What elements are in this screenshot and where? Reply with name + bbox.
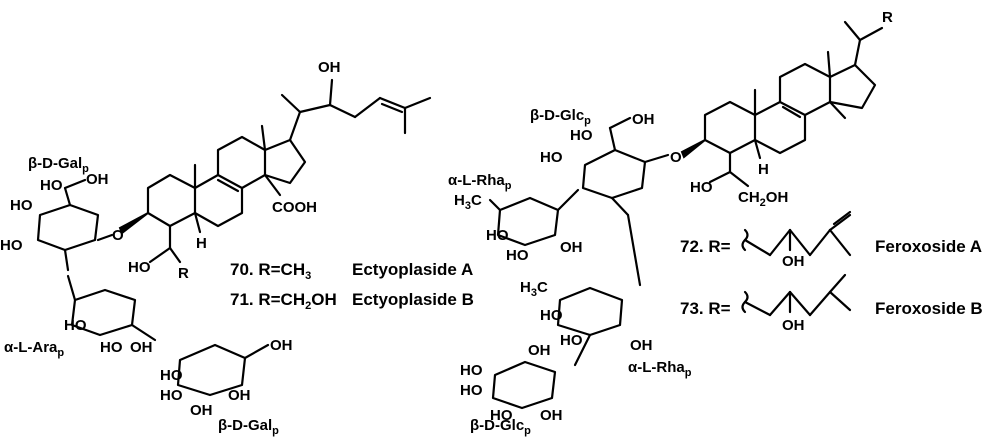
ho-label: HO xyxy=(0,237,23,254)
oh-label: OH xyxy=(782,317,805,334)
ho-label: HO xyxy=(690,179,713,196)
compound-72-name: Feroxoside A xyxy=(875,237,982,256)
sugar-label-alpha-l-arap: α-L-Arap xyxy=(4,339,64,359)
h-label: H xyxy=(196,235,207,252)
sugar-label-beta-d-galp-2: β-D-Galp xyxy=(218,417,279,437)
r-label: R xyxy=(882,9,893,26)
ho-label: HO xyxy=(10,197,33,214)
ho-label: HO xyxy=(460,362,483,379)
sugar-label-beta-d-galp-1: β-D-Galp xyxy=(28,155,89,175)
oh-label: OH xyxy=(190,402,213,419)
oh-label: OH xyxy=(318,59,341,76)
ho-label: HO xyxy=(490,407,513,424)
r-label: R xyxy=(178,265,189,282)
ectyoplaside-structure: COOH OH HO R H O HO HO HO OH xyxy=(0,59,432,419)
ho-label: HO xyxy=(506,247,529,264)
h3c-label: H3C xyxy=(520,279,548,299)
r-group-72: OH xyxy=(741,210,852,270)
ho-label: HO xyxy=(64,317,87,334)
oh-label: OH xyxy=(86,171,109,188)
sugar-label-beta-d-glcp-1: β-D-Glcp xyxy=(530,107,591,127)
oh-label: OH xyxy=(528,342,551,359)
oh-label: OH xyxy=(632,111,655,128)
glycosidic-o-label: O xyxy=(670,149,682,166)
r-group-73: OH xyxy=(741,273,852,334)
sugar-label-alpha-l-rhap-2: α-L-Rhap xyxy=(628,359,692,379)
h-label: H xyxy=(758,161,769,178)
ho-label: HO xyxy=(486,227,509,244)
ho-label: HO xyxy=(540,149,563,166)
compound-70-name: Ectyoplaside A xyxy=(352,260,473,279)
compound-73-name: Feroxoside B xyxy=(875,299,983,318)
oh-label: OH xyxy=(560,239,583,256)
h3c-label: H3C xyxy=(454,192,482,212)
oh-label: OH xyxy=(782,253,805,270)
ho-label: HO xyxy=(160,367,183,384)
feroxoside-structure: R O HO CH2OH H OH HO HO H3C HO HO OH H3C… xyxy=(454,9,893,424)
cooh-label: COOH xyxy=(272,199,317,216)
ho-label: HO xyxy=(460,382,483,399)
compound-71-name: Ectyoplaside B xyxy=(352,290,474,309)
ho-label: HO xyxy=(160,387,183,404)
ho-label: HO xyxy=(540,307,563,324)
compound-71-label: 71. R=CH2OH xyxy=(230,290,337,312)
sugar-label-alpha-l-rhap-1: α-L-Rhap xyxy=(448,172,512,192)
oh-label: OH xyxy=(228,387,251,404)
glycosidic-o-label: O xyxy=(112,227,124,244)
ho-label: HO xyxy=(100,339,123,356)
ho-label: HO xyxy=(40,177,63,194)
compound-72-label: 72. R= xyxy=(680,237,731,256)
compound-73-label: 73. R= xyxy=(680,299,731,318)
ch2oh-label: CH2OH xyxy=(738,189,788,209)
oh-label: OH xyxy=(130,339,153,356)
ho-label: HO xyxy=(570,127,593,144)
oh-label: OH xyxy=(540,407,563,424)
oh-label: OH xyxy=(630,337,653,354)
ho-label: HO xyxy=(560,332,583,349)
ho-label: HO xyxy=(128,259,151,276)
sugar-label-beta-d-glcp-2: β-D-Glcp xyxy=(470,417,531,437)
compound-70-label: 70. R=CH3 xyxy=(230,260,311,282)
oh-label: OH xyxy=(270,337,293,354)
